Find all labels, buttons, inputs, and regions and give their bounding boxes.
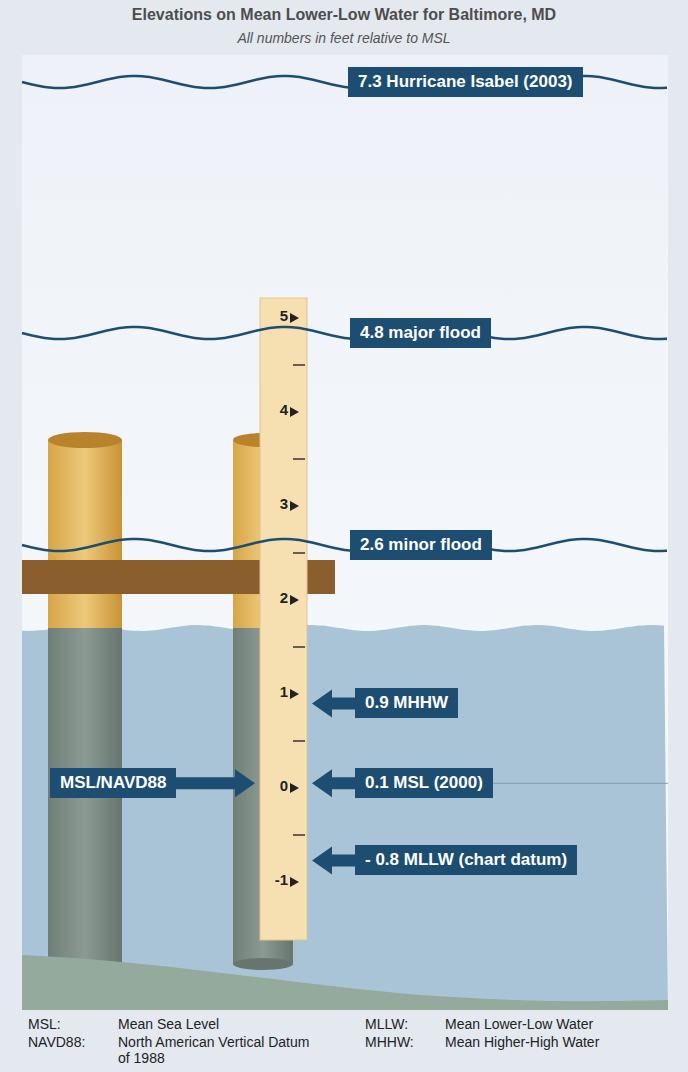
msl-reference-line [493, 783, 668, 784]
level-label-box: MSL/NAVD88 [50, 768, 176, 798]
scale-number: 2 [280, 589, 288, 606]
legend-definition: Mean Lower-Low Water [445, 1016, 675, 1032]
legend-abbreviation: MSL: [28, 1016, 61, 1032]
tide-staff [260, 298, 307, 940]
scale-number: 5 [248, 308, 288, 324]
level-label: 7.3 Hurricane Isabel (2003) [358, 72, 573, 91]
scale-tick [293, 646, 305, 648]
scale-tick [293, 834, 305, 836]
pile-upper [48, 440, 122, 628]
pointer-arrow [175, 769, 255, 797]
level-label: 0.9 MHHW [365, 693, 448, 712]
scale-tick [293, 364, 305, 366]
scale-tick [293, 740, 305, 742]
level-label-box: - 0.8 MLLW (chart datum) [355, 845, 577, 875]
legend-definition: North American Vertical Datum of 1988 [118, 1034, 318, 1066]
sea-floor [22, 955, 668, 1010]
subtitle: All numbers in feet relative to MSL [0, 30, 688, 46]
scale-tick [293, 552, 305, 554]
scale-pointer [290, 689, 299, 699]
pile-bottom [233, 958, 293, 970]
scale-pointer [290, 407, 299, 417]
scale-number: 4 [248, 402, 288, 418]
flood-waves [22, 76, 667, 551]
legend-abbreviation: NAVD88: [28, 1034, 85, 1050]
scale-pointer [290, 501, 299, 511]
scale-pointer [290, 783, 299, 793]
scale-number: 5 [280, 307, 288, 324]
scale-number: 3 [280, 495, 288, 512]
level-label: 4.8 major flood [360, 323, 481, 342]
scale-number: 0 [248, 778, 288, 794]
level-label: MSL/NAVD88 [60, 773, 166, 792]
level-label: 2.6 minor flood [360, 535, 482, 554]
legend-definition: Mean Sea Level [118, 1016, 219, 1032]
subtitle: All numbers in feet relative to MSL [237, 30, 450, 46]
scale-number: 3 [248, 496, 288, 512]
diagram-title: Elevations on Mean Lower-Low Water for B… [0, 6, 688, 24]
legend-definition: Mean Higher-High Water [445, 1034, 615, 1050]
water-level-wave [22, 539, 667, 551]
pointer-arrow [312, 769, 356, 797]
scale-number: 1 [248, 684, 288, 700]
legend-abbreviation: MSL: [28, 1016, 113, 1032]
legend-definition: Mean Higher-High Water [445, 1034, 599, 1050]
pointer-arrow [312, 846, 356, 874]
level-label-box: 0.9 MHHW [355, 688, 458, 718]
legend-abbreviation: MHHW: [365, 1034, 440, 1050]
level-label-box: 7.3 Hurricane Isabel (2003) [348, 67, 583, 97]
level-label: - 0.8 MLLW (chart datum) [365, 850, 567, 869]
scale-pointer [290, 877, 299, 887]
scale-number: 4 [280, 401, 288, 418]
legend-definition: Mean Lower-Low Water [445, 1016, 593, 1032]
scale-number: -1 [248, 872, 288, 888]
water-layer [22, 625, 668, 1010]
legend-abbreviation: MHHW: [365, 1034, 414, 1050]
legend-abbreviation: NAVD88: [28, 1034, 113, 1050]
pointer-arrow [312, 689, 356, 717]
level-label-box: 2.6 minor flood [350, 530, 492, 560]
level-label: 0.1 MSL (2000) [365, 773, 483, 792]
scale-pointer [290, 313, 299, 323]
harbor-water [22, 625, 668, 1010]
water-level-wave [22, 327, 667, 339]
scale-number: 2 [248, 590, 288, 606]
level-label-box: 0.1 MSL (2000) [355, 768, 493, 798]
legend-definition: Mean Sea Level [118, 1016, 318, 1032]
legend-definition: North American Vertical Datum of 1988 [118, 1034, 309, 1066]
sky-panel [22, 55, 668, 1010]
pile-lower [48, 628, 122, 1010]
scale-number: -1 [275, 871, 288, 888]
legend-abbreviation: MLLW: [365, 1016, 408, 1032]
level-label-box: 4.8 major flood [350, 318, 491, 348]
pile-top [48, 432, 122, 448]
scale-tick [293, 458, 305, 460]
legend-abbreviation: MLLW: [365, 1016, 440, 1032]
scale-number: 0 [280, 777, 288, 794]
tide-staff-marks [290, 313, 305, 887]
scale-pointer [290, 595, 299, 605]
scale-number: 1 [280, 683, 288, 700]
